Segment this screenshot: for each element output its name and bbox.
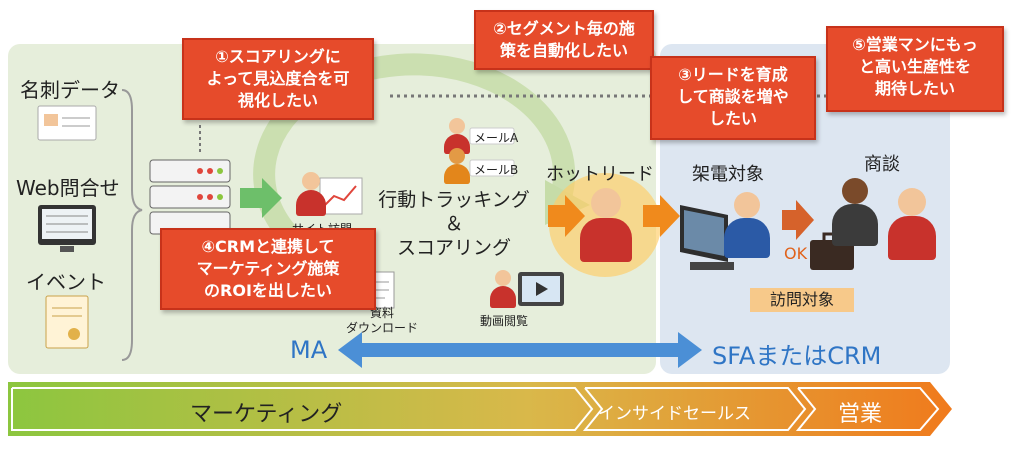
bubble-segment-automation: ②セグメント毎の施 策を自動化したい <box>474 10 654 70</box>
orange-arrow-1 <box>548 195 585 237</box>
mail-icon-b <box>469 159 515 177</box>
bar-outline-1 <box>11 387 594 431</box>
source-bracket <box>121 89 143 361</box>
bar-outline-2 <box>582 387 807 431</box>
mail-b-label: メールB <box>474 163 519 177</box>
source-web-inquiry: Web問合せ <box>16 176 120 200</box>
deal-label: 商談 <box>864 154 900 175</box>
bar-inside-sales-label: インサイドセールス <box>598 404 751 424</box>
monitor-form-icon <box>38 205 96 252</box>
call-target-label: 架電対象 <box>692 164 764 185</box>
site-window-icon <box>319 177 363 215</box>
material-download-label: 資料 ダウンロード <box>346 306 419 335</box>
hot-lead-label: ホットリード <box>546 164 654 185</box>
visit-target-label: 訪問対象 <box>750 288 854 312</box>
person-icon-sales <box>832 178 878 248</box>
ok-label: OK <box>784 244 808 263</box>
person-icon-site <box>296 172 326 220</box>
green-arrow <box>240 178 282 218</box>
source-event: イベント <box>26 270 106 294</box>
certificate-icon <box>45 295 89 349</box>
tracking-scoring-label: 行動トラッキング ＆ スコアリング <box>378 189 530 259</box>
video-icon <box>518 272 564 306</box>
bubble-scoring: ①スコアリングに よって見込度合を可 視化したい <box>182 38 374 120</box>
server-icon <box>149 159 231 235</box>
source-business-card: 名刺データ <box>20 78 120 102</box>
person-icon-call <box>724 192 770 262</box>
person-icon-mail-a <box>444 118 470 156</box>
bar-marketing-label: マーケティング <box>190 402 343 427</box>
person-icon-hot-lead <box>580 188 632 264</box>
ma-sfa-arrow <box>338 332 702 368</box>
bubble-sales-productivity: ⑤営業マンにもっ と高い生産性を 期待したい <box>826 26 1004 112</box>
business-card-icon <box>37 105 97 141</box>
ma-label: MA <box>290 336 328 364</box>
bottom-bar <box>8 382 952 436</box>
person-icon-video <box>490 270 516 310</box>
person-icon-customer <box>888 188 936 262</box>
bar-outline-3 <box>795 387 940 431</box>
bubble-lead-nurturing: ③リードを育成 して商談を増や したい <box>650 56 816 140</box>
mail-icon-a <box>469 127 515 145</box>
bubble-crm-roi: ④CRMと連携して マーケティング施策 のROIを出したい <box>160 228 376 310</box>
orange-arrow-2 <box>643 195 680 237</box>
mail-a-label: メールA <box>474 131 519 145</box>
bar-sales-label: 営業 <box>838 402 883 427</box>
person-icon-mail-b <box>444 148 470 186</box>
sfa-crm-label: SFAまたはCRM <box>712 342 882 370</box>
video-label: 動画閲覧 <box>480 314 529 328</box>
computer-icon <box>680 205 734 270</box>
orange-arrow-3 <box>782 200 814 240</box>
